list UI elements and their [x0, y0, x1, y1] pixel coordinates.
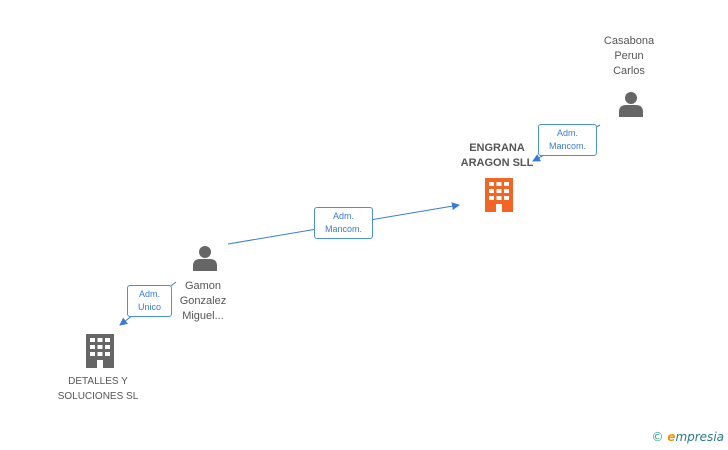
node-label-line: ARAGON SLL	[460, 157, 534, 169]
node-label-line: Perun	[614, 50, 644, 62]
brand-name: mpresia	[675, 430, 724, 444]
building-icon[interactable]	[84, 334, 116, 368]
copyright-icon: ©	[651, 430, 664, 444]
edge-label-line: Unico	[137, 302, 161, 312]
node-label-line: Gamon	[184, 280, 222, 292]
edge-label-line: Adm.	[332, 211, 354, 221]
node-label-casabona[interactable]: Casabona Perun Carlos	[593, 34, 665, 79]
edge-label-line: Mancom.	[324, 224, 362, 234]
person-icon[interactable]	[617, 90, 645, 118]
empresia-watermark: © empresia	[651, 430, 724, 444]
brand-e: e	[667, 430, 676, 444]
person-icon[interactable]	[191, 244, 219, 272]
building-icon[interactable]	[483, 178, 515, 212]
edge-label-gamon-engrana[interactable]: Adm. Mancom.	[314, 207, 373, 239]
node-label-gamon[interactable]: Gamon Gonzalez Miguel...	[168, 279, 238, 324]
node-label-line: DETALLES Y	[68, 376, 128, 387]
node-label-line: Casabona	[603, 35, 655, 47]
edge-label-line: Adm.	[138, 289, 160, 299]
edge-label-casabona-engrana[interactable]: Adm. Mancom.	[538, 124, 597, 156]
edge-label-line: Mancom.	[548, 141, 586, 151]
node-label-line: Miguel...	[182, 310, 224, 322]
node-label-detalles[interactable]: DETALLES Y SOLUCIONES SL	[48, 374, 148, 404]
edge-label-gamon-detalles[interactable]: Adm. Unico	[127, 285, 172, 317]
node-label-engrana[interactable]: ENGRANA ARAGON SLL	[453, 141, 541, 171]
node-label-line: SOLUCIONES SL	[57, 391, 139, 402]
node-label-line: ENGRANA	[469, 142, 525, 154]
node-label-line: Gonzalez	[179, 295, 227, 307]
edge-label-line: Adm.	[556, 128, 578, 138]
node-label-line: Carlos	[613, 65, 645, 77]
